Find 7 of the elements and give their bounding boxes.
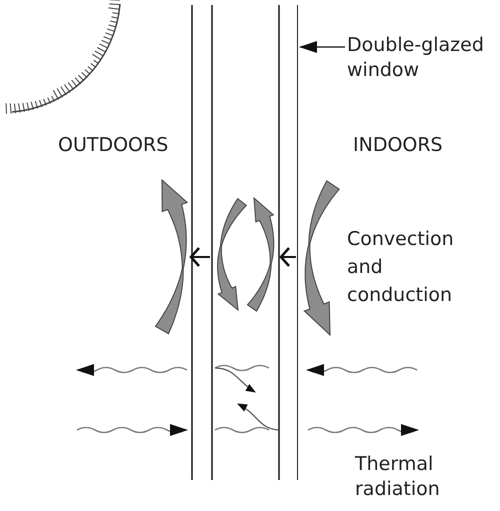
diagram-label: INDOORS [353,133,444,158]
diagram-label: OUTDOORS [58,133,170,158]
diagram-label: Thermal radiation [355,452,441,502]
callout-label: Double-glazed window [347,33,497,83]
diagram-label: Convection and conduction [347,227,455,308]
glass-pane [297,5,300,480]
leader-line [299,41,345,53]
